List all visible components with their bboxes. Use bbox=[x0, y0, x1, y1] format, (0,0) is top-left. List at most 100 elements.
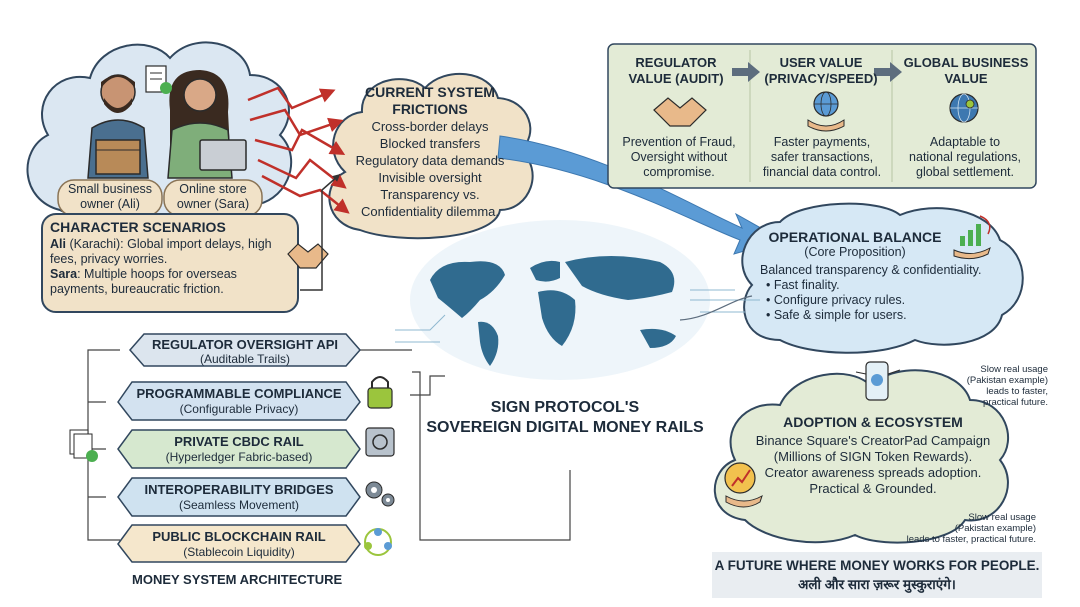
user-value-text: Faster payments, safer transactions, fin… bbox=[754, 135, 890, 180]
adoption-line: (Millions of SIGN Token Rewards). bbox=[773, 449, 973, 464]
footer-line-english: A FUTURE WHERE MONEY WORKS FOR PEOPLE. bbox=[714, 558, 1040, 573]
friction-item: Invisible oversight bbox=[378, 170, 482, 185]
map-balance-connector bbox=[679, 295, 753, 321]
sara-label: Online store owner (Sara) bbox=[166, 182, 260, 212]
document-stack-icon bbox=[69, 429, 98, 462]
center-title-line: SOVEREIGN DIGITAL MONEY RAILS bbox=[426, 419, 704, 436]
scenarios-panel: CHARACTER SCENARIOS Ali (Karachi): Globa… bbox=[50, 220, 294, 297]
adoption-line: Binance Square's CreatorPad Campaign bbox=[755, 433, 991, 448]
phone-icon bbox=[855, 361, 901, 401]
layer-regulator-api: REGULATOR OVERSIGHT API bbox=[151, 337, 339, 352]
regulator-value-line: compromise. bbox=[643, 165, 715, 179]
balance-panel: OPERATIONAL BALANCE (Core Proposition) B… bbox=[760, 230, 1000, 323]
layer-programmable-compliance-sub: (Configurable Privacy) bbox=[179, 402, 299, 416]
growth-chart-icon bbox=[953, 215, 991, 260]
ali-label-line: owner (Ali) bbox=[80, 197, 140, 211]
vault-icon bbox=[365, 427, 395, 457]
frictions-panel: CURRENT SYSTEM FRICTIONS Cross-border de… bbox=[346, 84, 514, 220]
footer-banner bbox=[712, 552, 1042, 598]
footer-tagline: A FUTURE WHERE MONEY WORKS FOR PEOPLE. अ… bbox=[714, 556, 1040, 594]
adoption-line: Creator awareness spreads adoption. bbox=[764, 465, 982, 480]
frictions-cloud bbox=[328, 72, 534, 240]
circuit-lines bbox=[395, 289, 760, 343]
sara-label-line: Online store bbox=[179, 182, 247, 196]
value-arrows bbox=[732, 62, 902, 82]
sara-name: Sara bbox=[50, 267, 78, 281]
sara-label-line: owner (Sara) bbox=[176, 197, 250, 211]
ali-label-line: Small business bbox=[67, 182, 153, 196]
value-chain-box bbox=[607, 43, 1037, 189]
user-value-line: Faster payments, bbox=[773, 135, 871, 149]
regulator-value-title-line: REGULATOR bbox=[635, 55, 717, 70]
sara-scenario: Sara: Multiple hoops for overseas paymen… bbox=[50, 267, 294, 297]
center-title: SIGN PROTOCOL'S SOVEREIGN DIGITAL MONEY … bbox=[420, 398, 710, 438]
balance-bullet: • Safe & simple for users. bbox=[766, 308, 907, 322]
business-value-title-line: VALUE bbox=[944, 71, 988, 86]
user-value-title-line: (PRIVACY/SPEED) bbox=[764, 71, 878, 86]
business-value-title: GLOBAL BUSINESS VALUE bbox=[900, 55, 1032, 87]
balance-bullet: • Configure privacy rules. bbox=[766, 293, 906, 307]
document-check-icon bbox=[145, 65, 172, 94]
regulator-value-line: Oversight without bbox=[630, 150, 728, 164]
architecture-layer-shapes bbox=[117, 333, 361, 563]
regulator-value-title: REGULATOR VALUE (AUDIT) bbox=[614, 55, 738, 87]
adoption-cloud bbox=[713, 369, 1009, 544]
scenario-connector bbox=[300, 174, 341, 291]
adoption-note-line: (Pakistan example) bbox=[966, 375, 1048, 386]
friction-item: Regulatory data demands bbox=[355, 153, 505, 168]
layer-private-cbdc-sub: (Hyperledger Fabric-based) bbox=[165, 450, 313, 464]
layer-programmable-compliance: PROGRAMMABLE COMPLIANCE bbox=[136, 386, 342, 401]
friction-item: Cross-border delays bbox=[371, 119, 489, 134]
user-value-line: safer transactions, bbox=[770, 150, 874, 164]
ali-label: Small business owner (Ali) bbox=[60, 182, 160, 212]
layer-public-blockchain: PUBLIC BLOCKCHAIN RAIL bbox=[152, 529, 326, 544]
balance-title: OPERATIONAL BALANCE bbox=[768, 229, 942, 245]
friction-arrows bbox=[247, 86, 350, 214]
layer-interoperability-sub: (Seamless Movement) bbox=[178, 498, 300, 512]
adoption-line: Practical & Grounded. bbox=[809, 481, 937, 496]
scenarios-title: CHARACTER SCENARIOS bbox=[50, 219, 226, 235]
frictions-title-2: FRICTIONS bbox=[392, 101, 468, 117]
center-title-line: SIGN PROTOCOL'S bbox=[490, 399, 640, 416]
gears-icon bbox=[365, 481, 395, 507]
ali-scenario-text: (Karachi): Global import delays, high fe… bbox=[50, 237, 272, 266]
regulator-value-title-line: VALUE (AUDIT) bbox=[628, 71, 724, 86]
user-value-line: financial data control. bbox=[762, 165, 882, 179]
layer-interoperability: INTEROPERABILITY BRIDGES bbox=[144, 482, 334, 497]
adoption-title: ADOPTION & ECOSYSTEM bbox=[783, 414, 963, 430]
adoption-note-bottom: Slow real usage (Pakistan example) leads… bbox=[900, 512, 1036, 545]
globe-network-icon bbox=[949, 93, 979, 123]
world-map-illustration bbox=[410, 220, 710, 380]
sara-illustration bbox=[167, 70, 247, 179]
coin-growth-icon bbox=[724, 462, 763, 508]
balance-cloud bbox=[741, 202, 1024, 354]
adoption-note-line: leads to faster, practical future. bbox=[906, 534, 1036, 545]
friction-item: Blocked transfers bbox=[379, 136, 481, 151]
architecture-caption: MONEY SYSTEM ARCHITECTURE bbox=[132, 572, 343, 587]
adoption-note-line: leads to faster, bbox=[986, 386, 1048, 397]
adoption-note-line: (Pakistan example) bbox=[954, 523, 1036, 534]
business-value-title-line: GLOBAL BUSINESS bbox=[903, 55, 1029, 70]
balance-lead: Balanced transparency & confidentiality. bbox=[760, 263, 982, 277]
handshake-icon bbox=[653, 97, 707, 127]
regulator-value-line: Prevention of Fraud, bbox=[622, 135, 736, 149]
globe-hand-icon bbox=[807, 91, 845, 132]
user-value-title: USER VALUE (PRIVACY/SPEED) bbox=[762, 55, 880, 87]
balance-bullet: • Fast finality. bbox=[766, 278, 840, 292]
balance-subtitle: (Core Proposition) bbox=[804, 245, 906, 259]
adoption-note-line: Slow real usage bbox=[968, 512, 1036, 523]
handshake-small-icon bbox=[287, 243, 329, 269]
ali-scenario: Ali (Karachi): Global import delays, hig… bbox=[50, 237, 294, 267]
ali-illustration bbox=[87, 74, 149, 179]
regulator-value-text: Prevention of Fraud, Oversight without c… bbox=[612, 135, 746, 180]
business-value-line: national regulations, bbox=[909, 150, 1021, 164]
business-value-text: Adaptable to national regulations, globa… bbox=[896, 135, 1034, 180]
layer-private-cbdc: PRIVATE CBDC RAIL bbox=[174, 434, 304, 449]
padlock-icon bbox=[367, 376, 393, 409]
business-value-line: global settlement. bbox=[916, 165, 1014, 179]
footer-line-hindi: अली और सारा ज़रूर मुस्कुराएंगे। bbox=[798, 577, 956, 592]
friction-item: Confidentiality dilemma. bbox=[360, 204, 499, 219]
layer-regulator-api-sub: (Auditable Trails) bbox=[199, 352, 291, 366]
business-value-line: Adaptable to bbox=[929, 135, 1001, 149]
